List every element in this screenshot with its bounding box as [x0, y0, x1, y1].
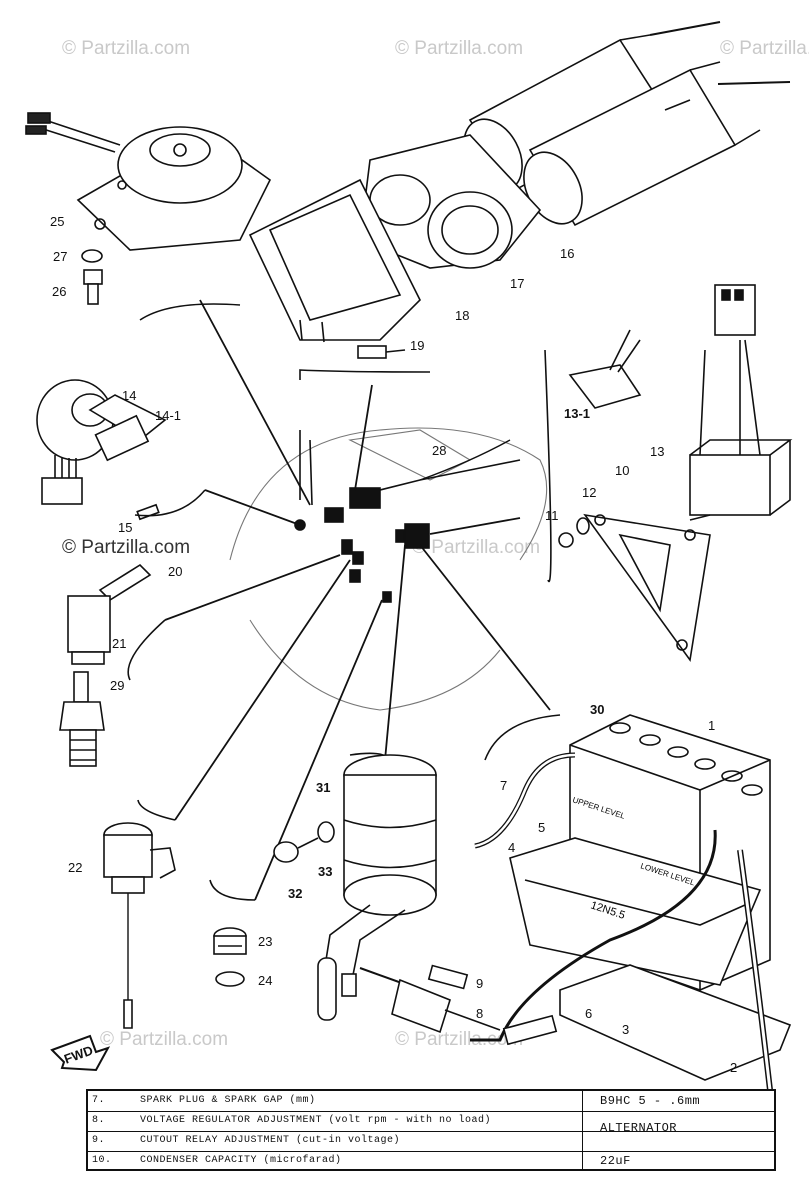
- watermark: © Partzilla.com: [62, 38, 190, 59]
- part-label: 1: [708, 718, 715, 733]
- watermark: © Partzilla.com: [412, 537, 540, 558]
- part-label: 18: [455, 308, 469, 323]
- part-label: 4: [508, 840, 515, 855]
- bolt-part: [83, 269, 103, 305]
- part-label: 32: [288, 886, 302, 901]
- spec-num: 7.: [92, 1095, 106, 1106]
- screw-part: [357, 345, 406, 359]
- part-label: 26: [52, 284, 66, 299]
- screw-part: [558, 532, 574, 548]
- leader-lines: [164, 299, 551, 901]
- part-label: 17: [510, 276, 524, 291]
- spark-plug-part: [59, 671, 105, 767]
- part-label: 13-1: [564, 406, 590, 421]
- part-label: 28: [432, 443, 446, 458]
- coil-bracket-part: [359, 134, 542, 269]
- spec-value: ALTERNATOR: [600, 1121, 678, 1135]
- cutout-relay-part: [568, 329, 642, 409]
- neutral-switch-part: [103, 822, 176, 1029]
- part-label: 13: [650, 444, 664, 459]
- fuse-holder-part: [359, 967, 558, 1046]
- part-label: 25: [50, 214, 64, 229]
- condenser-part: [317, 754, 437, 1021]
- spec-table-divider: [582, 1091, 583, 1169]
- spark-plug-cap-part: [67, 563, 152, 665]
- part-label: 22: [68, 860, 82, 875]
- part-label: 14: [122, 388, 136, 403]
- breather-pipe-part: [474, 752, 576, 849]
- gasket-part: [215, 971, 245, 987]
- connector-cluster: [294, 430, 521, 603]
- washer-part: [576, 517, 590, 535]
- battery-case-part: [509, 837, 762, 986]
- breather-pipe-inner: [474, 753, 576, 848]
- part-label: 14-1: [155, 408, 181, 423]
- main-switch-part: [36, 379, 167, 505]
- washer-part: [81, 249, 103, 263]
- part-label: 15: [118, 520, 132, 535]
- watermark: © Partzilla.com: [395, 1029, 523, 1050]
- spec-table: 7. SPARK PLUG & SPARK GAP (mm) B9HC 5 - …: [86, 1089, 776, 1171]
- watermark: © Partzilla.com: [100, 1029, 228, 1050]
- part-label: 10: [615, 463, 629, 478]
- oil-switch-part: [213, 927, 247, 955]
- spec-item: CONDENSER CAPACITY (microfarad): [140, 1155, 342, 1166]
- part-label: 31: [316, 780, 330, 795]
- part-label: 11: [545, 508, 559, 523]
- part-label: 12: [582, 485, 596, 500]
- part-label: 33: [318, 864, 332, 879]
- part-label: 27: [53, 249, 67, 264]
- spec-item: SPARK PLUG & SPARK GAP (mm): [140, 1095, 316, 1106]
- fuse-part: [427, 964, 469, 990]
- spec-num: 10.: [92, 1155, 112, 1166]
- regulator-bracket-part: [583, 513, 711, 663]
- spec-num: 9.: [92, 1135, 106, 1146]
- part-label: 30: [590, 702, 604, 717]
- spec-value: 22uF: [600, 1154, 631, 1168]
- watermark: © Partzilla.com: [62, 537, 190, 558]
- spec-item: CUTOUT RELAY ADJUSTMENT (cut-in voltage): [140, 1135, 401, 1146]
- part-label: 21: [112, 636, 126, 651]
- wire-harness-part: [419, 439, 511, 481]
- part-label: 9: [476, 976, 483, 991]
- part-label: 8: [476, 1006, 483, 1021]
- group-brackets: [127, 303, 561, 901]
- watermark: © Partzilla.com: [395, 38, 523, 59]
- battery-lead-part: [470, 829, 717, 1042]
- part-label: 7: [500, 778, 507, 793]
- spec-row: 9. CUTOUT RELAY ADJUSTMENT (cut-in volta…: [88, 1131, 774, 1152]
- part-label: 5: [538, 820, 545, 835]
- washer-part: [317, 821, 335, 843]
- part-label: 29: [110, 678, 124, 693]
- breather-pipe-inner: [738, 849, 772, 1091]
- part-label: 3: [622, 1022, 629, 1037]
- forward-arrow: [50, 1034, 111, 1072]
- part-label: 24: [258, 973, 272, 988]
- part-label: 16: [560, 246, 574, 261]
- part-label: 19: [410, 338, 424, 353]
- part-label: 2: [730, 1060, 737, 1075]
- part-labels: 25 27 26 16 17 18 19 14 14-1 15 13-1 13 …: [50, 214, 737, 1075]
- battery-tray-part: [559, 964, 792, 1081]
- part-label: 20: [168, 564, 182, 579]
- screw-part: [136, 503, 160, 521]
- screw-part: [273, 837, 319, 863]
- spec-row: 8. VOLTAGE REGULATOR ADJUSTMENT (volt rp…: [88, 1111, 774, 1135]
- voltage-regulator-part: [689, 284, 793, 521]
- spec-num: 8.: [92, 1115, 106, 1126]
- part-label: 6: [585, 1006, 592, 1021]
- coil-cover-part: [248, 178, 421, 343]
- horn-part: [25, 112, 272, 251]
- watermark: © Partzilla.com: [720, 38, 809, 59]
- spec-item: VOLTAGE REGULATOR ADJUSTMENT (volt rpm -…: [140, 1115, 492, 1126]
- spec-row: 10. CONDENSER CAPACITY (microfarad) 22uF: [88, 1151, 774, 1171]
- spec-value: B9HC 5 - .6mm: [600, 1094, 701, 1108]
- part-label: 23: [258, 934, 272, 949]
- spec-row: 7. SPARK PLUG & SPARK GAP (mm) B9HC 5 - …: [88, 1091, 774, 1112]
